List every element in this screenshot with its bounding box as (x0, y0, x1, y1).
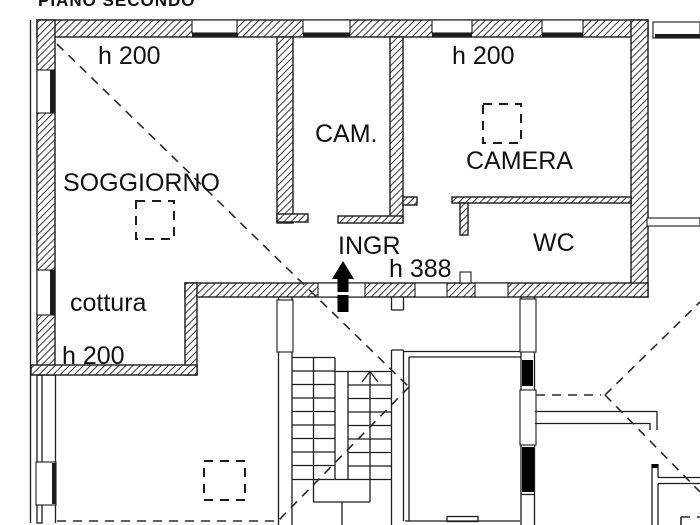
room-label-ingresso: INGR (338, 232, 401, 260)
wall-cam-right-stub (402, 196, 418, 206)
column-marker-soggiorno (135, 200, 175, 240)
stairs-direction-arrow-head (361, 370, 379, 383)
door-leaf-panel-2 (522, 447, 534, 492)
entrance-arrow (332, 261, 354, 312)
stairs-well (334, 357, 349, 480)
height-label-ingresso: h 388 (389, 255, 452, 283)
lower-left-wall (35, 374, 57, 524)
room-label-cottura: cottura (70, 289, 147, 317)
right-neighbour-window-top (652, 21, 700, 39)
right-lower-jamb (651, 464, 700, 525)
wall-wc-door-jamb (459, 202, 469, 236)
thin-structures (29, 20, 700, 525)
right-unit-dash-x (536, 301, 700, 493)
wall-cam-right (389, 36, 404, 224)
stairs-railing (312, 357, 371, 502)
height-label-camera: h 200 (452, 42, 515, 70)
window-top-cam (302, 19, 351, 37)
right-neighbour-window-mid (646, 217, 700, 227)
stairs-landing (292, 478, 392, 525)
wall-soggiorno-cam-divider (276, 36, 294, 224)
lower-room-window-mid (519, 389, 537, 446)
stairwell-left-wall (276, 297, 294, 525)
door-leaf-panel-1 (522, 360, 533, 386)
stairwell-right-wall (390, 297, 405, 525)
height-label-soggiorno: h 200 (98, 42, 161, 70)
stairwell-door-opening (276, 299, 294, 353)
right-hook-wall (535, 410, 658, 430)
window-top-camera-2 (541, 19, 584, 37)
wall-cam-bottom (337, 215, 404, 224)
wc-door-opening (474, 282, 509, 298)
entrance-arrow-wall-gap (334, 292, 352, 295)
wall-camera-bottom (451, 196, 632, 204)
hatched-walls (30, 19, 649, 376)
window-left-cottura (36, 269, 56, 316)
window-top-camera-1 (431, 19, 473, 37)
column-marker-camera (482, 103, 522, 144)
lower-room-walls (403, 297, 537, 525)
lower-room-window-top (519, 298, 537, 353)
window-top-soggiorno (191, 19, 238, 37)
windows (36, 19, 584, 316)
entrance-arrow-head (332, 261, 354, 279)
lower-room-threshold (446, 515, 479, 523)
room-label-cam: CAM. (315, 120, 378, 148)
height-label-cottura: h 200 (62, 342, 125, 370)
diagonal-dash-1 (56, 43, 410, 388)
entrance-arrow-shaft (337, 279, 349, 312)
column-marker-lower (203, 460, 246, 501)
hall-door-opening (414, 282, 448, 298)
right-neighbour-window-low (658, 476, 700, 485)
wall-right (630, 19, 649, 298)
drawing-title: PIANO SECONDO (38, 0, 196, 10)
corner-dash-bottom-right (680, 516, 700, 525)
room-label-wc: WC (533, 229, 575, 257)
wall-cottura-right (184, 282, 198, 376)
plan-labels: h 200 h 200 CAM. CAMERA SOGGIORNO WC ING… (62, 42, 575, 370)
door-stop-block (459, 271, 472, 284)
wall-cam-left-stub (276, 213, 309, 223)
room-label-soggiorno: SOGGIORNO (63, 169, 220, 197)
column-markers (135, 103, 522, 501)
room-label-camera: CAMERA (466, 147, 573, 175)
dashed-lines (56, 43, 700, 525)
staircase (292, 356, 392, 525)
window-left-soggiorno (36, 69, 56, 114)
